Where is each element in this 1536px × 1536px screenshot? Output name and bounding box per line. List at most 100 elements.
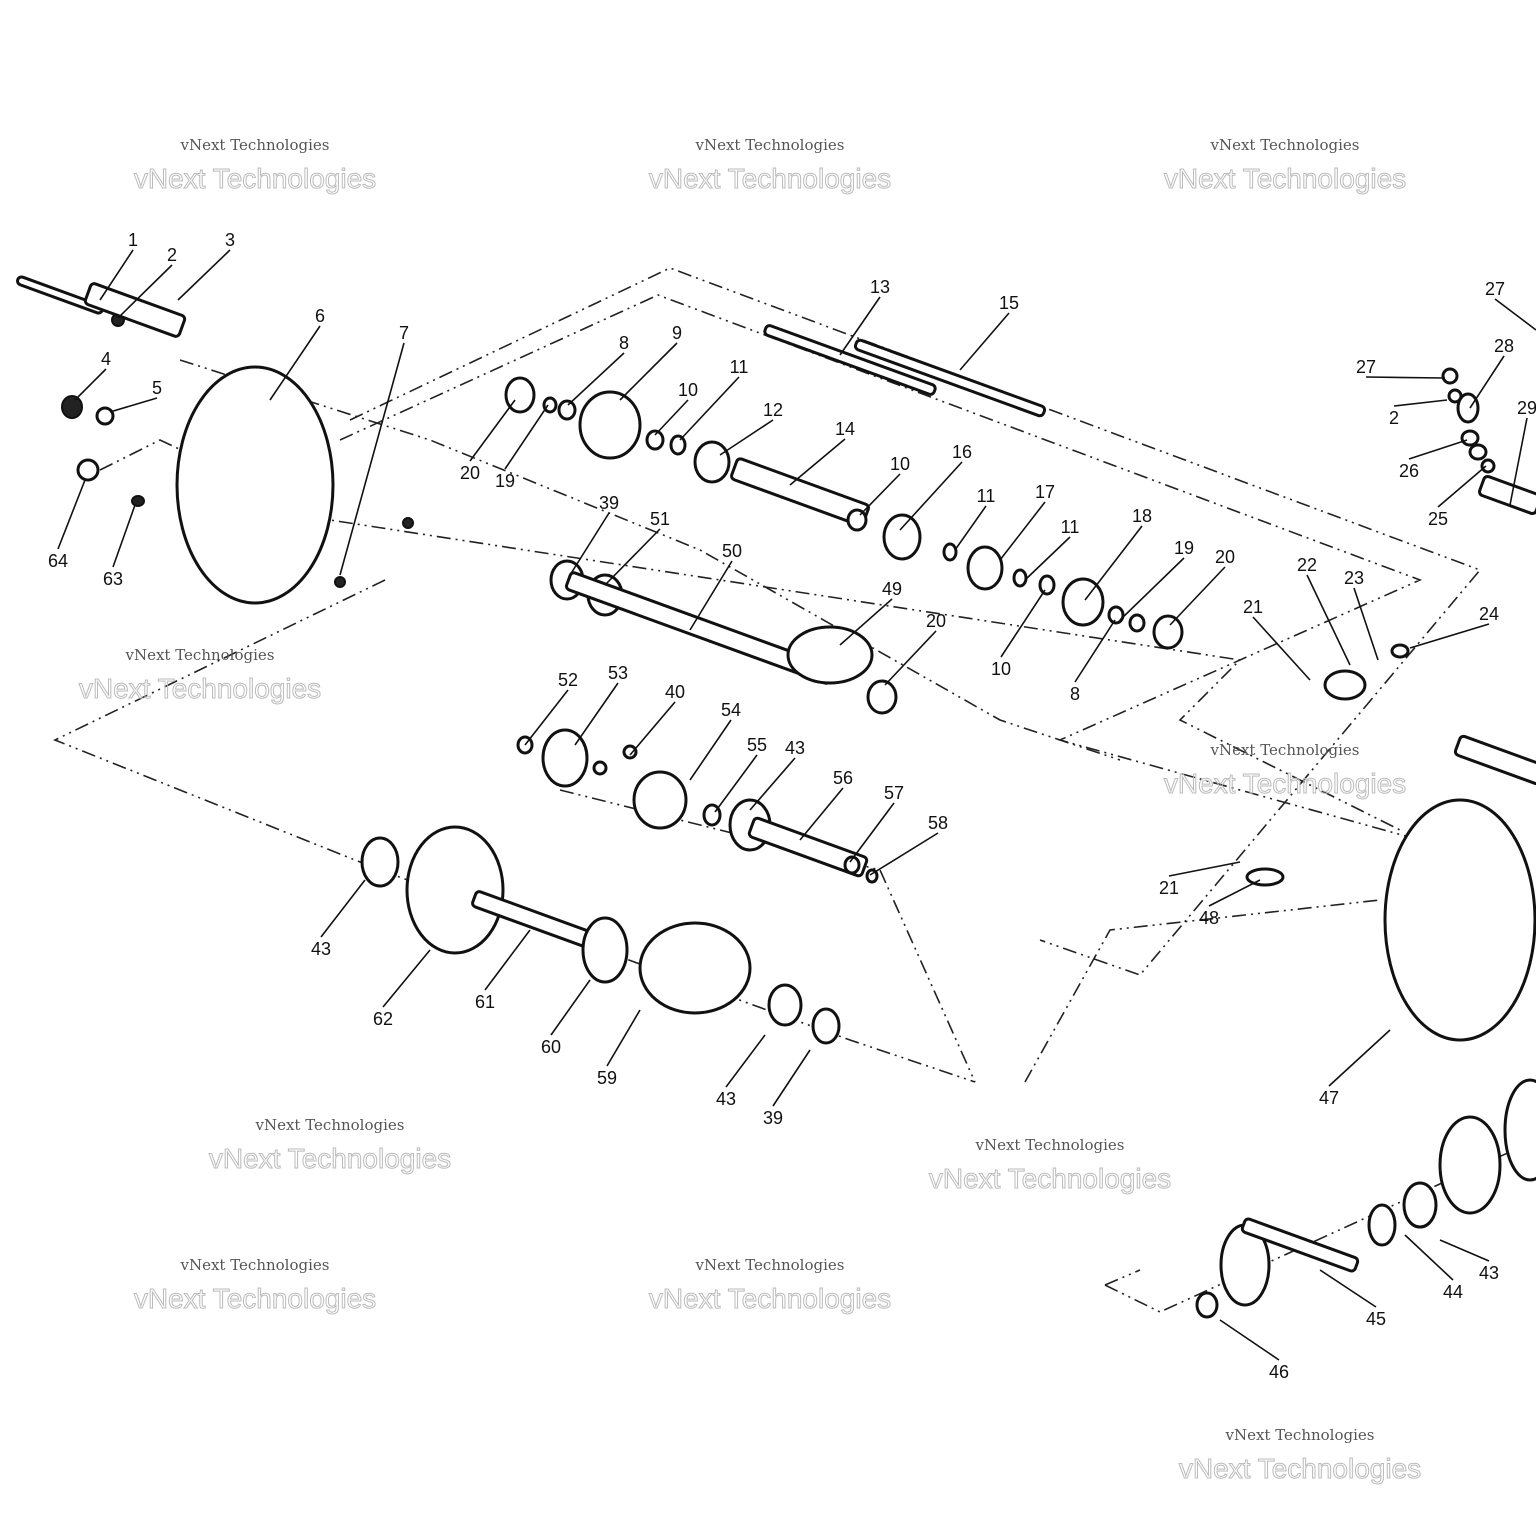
leader-line — [469, 399, 516, 462]
callout-29: 29 — [1509, 398, 1536, 506]
callout-18: 18 — [1084, 506, 1152, 601]
washer — [1128, 613, 1146, 633]
snap-ring — [1012, 568, 1028, 588]
callout-20: 20 — [1169, 547, 1235, 626]
chain-59 — [638, 921, 752, 1015]
watermark-text: vNext Technologies — [1209, 136, 1359, 154]
part-number-label: 27 — [1485, 279, 1505, 299]
bolt — [622, 744, 638, 760]
bearing — [360, 836, 400, 888]
part-number-label: 20 — [926, 611, 946, 631]
callout-19: 19 — [1119, 538, 1194, 621]
watermark-outline-text: vNext Technologies — [1179, 1453, 1421, 1484]
callout-10: 10 — [991, 589, 1046, 679]
part-number-label: 20 — [1215, 547, 1235, 567]
callout-12: 12 — [719, 400, 783, 456]
callout-39: 39 — [569, 493, 619, 576]
leader-line — [1328, 1029, 1391, 1087]
callout-2: 2 — [1389, 399, 1448, 428]
part-number-label: 8 — [1070, 684, 1080, 704]
leader-line — [725, 1034, 766, 1088]
bearing — [1402, 1181, 1438, 1229]
leader-line — [1404, 1234, 1454, 1281]
callout-56: 56 — [799, 768, 853, 841]
leader-line — [604, 528, 661, 586]
callout-9: 9 — [619, 323, 682, 401]
leader-line — [719, 419, 774, 456]
part-number-label: 28 — [1494, 336, 1514, 356]
sensor — [1453, 734, 1536, 786]
leader-line — [1319, 1269, 1377, 1308]
leader-line — [569, 512, 610, 576]
callout-7: 7 — [339, 323, 409, 576]
part-number-label: 43 — [1479, 1263, 1499, 1283]
leader-line — [1208, 879, 1261, 907]
callout-27: 27 — [1485, 279, 1536, 331]
part-number-label: 21 — [1159, 878, 1179, 898]
callout-6: 6 — [269, 306, 325, 401]
callout-21: 21 — [1159, 861, 1241, 898]
leader-line — [1000, 589, 1046, 658]
callout-14: 14 — [789, 419, 855, 486]
watermark-text: vNext Technologies — [124, 646, 274, 664]
leader-line — [1365, 376, 1446, 379]
callout-50: 50 — [689, 541, 742, 631]
nut — [61, 395, 83, 419]
callout-11: 11 — [1024, 517, 1079, 581]
snap-ring — [669, 434, 687, 456]
callout-43: 43 — [311, 879, 366, 959]
bushing — [645, 429, 665, 451]
gear-9 — [578, 390, 642, 460]
leader-line — [1509, 417, 1528, 506]
callout-10: 10 — [654, 380, 698, 436]
leader-line — [749, 757, 796, 811]
watermark-outline-text: vNext Technologies — [929, 1163, 1171, 1194]
part-number-label: 13 — [870, 277, 890, 297]
part-number-label: 22 — [1297, 555, 1317, 575]
part-number-label: 54 — [721, 700, 741, 720]
part-number-label: 25 — [1428, 509, 1448, 529]
leader-line — [714, 754, 758, 813]
part-number-label: 39 — [763, 1108, 783, 1128]
callout-47: 47 — [1319, 1029, 1391, 1108]
leader-line — [1393, 399, 1448, 407]
callout-24: 24 — [1409, 604, 1499, 649]
part-number-label: 40 — [665, 682, 685, 702]
part-number-label: 50 — [722, 541, 742, 561]
leader-line — [839, 598, 893, 646]
callout-63: 63 — [103, 504, 136, 589]
leader-line — [679, 376, 740, 441]
leader-line — [1494, 298, 1536, 331]
watermark-outline-text: vNext Technologies — [79, 673, 321, 704]
callout-44: 44 — [1404, 1234, 1463, 1302]
snap-ring — [942, 542, 958, 562]
part-number-label: 49 — [882, 579, 902, 599]
leader-line — [109, 397, 158, 413]
watermark-outline-text: vNext Technologies — [649, 1283, 891, 1314]
washer — [95, 406, 115, 426]
part-number-label: 43 — [311, 939, 331, 959]
part-number-label: 46 — [1269, 1362, 1289, 1382]
watermark-text: vNext Technologies — [179, 1256, 329, 1274]
leader-line — [57, 479, 86, 550]
watermark-text: vNext Technologies — [974, 1136, 1124, 1154]
part-number-label: 45 — [1366, 1309, 1386, 1329]
part-number-label: 9 — [672, 323, 682, 343]
flange-54 — [632, 770, 688, 830]
leader-line — [849, 802, 895, 863]
callout-39: 39 — [763, 1049, 811, 1128]
gear-17 — [966, 545, 1004, 591]
part-number-label: 63 — [103, 569, 123, 589]
left-case-cover — [175, 365, 335, 605]
callout-43: 43 — [749, 738, 805, 811]
leader-line — [1168, 861, 1241, 877]
o-ring — [1438, 1115, 1502, 1215]
washer — [811, 1007, 841, 1045]
callout-52: 52 — [524, 670, 578, 746]
leader-line — [1074, 619, 1116, 683]
part-number-label: 39 — [599, 493, 619, 513]
dowel — [334, 576, 346, 588]
